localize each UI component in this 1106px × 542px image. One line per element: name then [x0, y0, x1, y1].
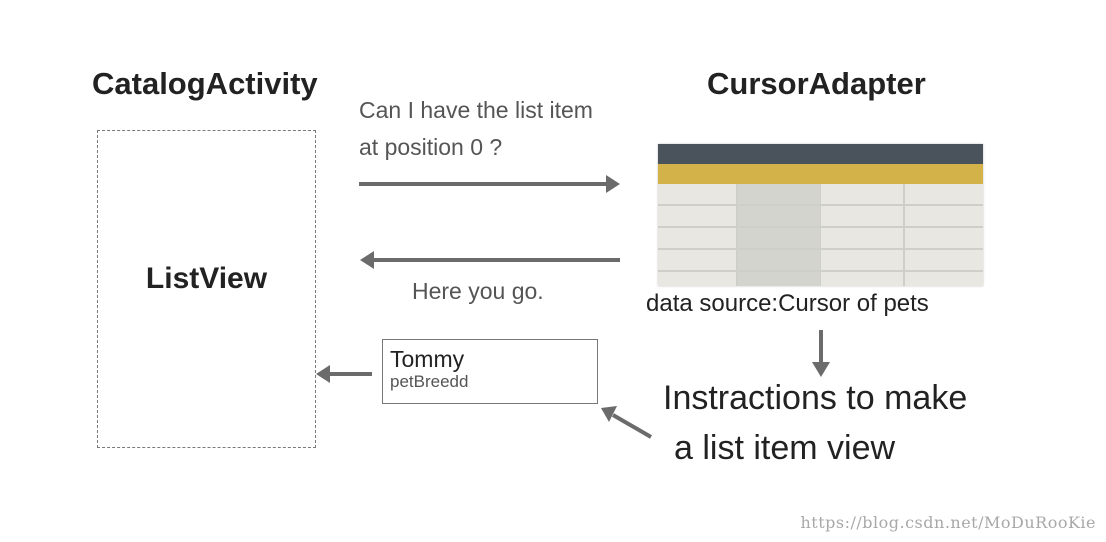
table-cell — [821, 249, 903, 271]
catalog-activity-title: CatalogActivity — [92, 66, 318, 101]
cursor-adapter-title: CursorAdapter — [707, 66, 926, 101]
cursor-table-header — [658, 144, 983, 164]
table-cell — [904, 227, 983, 249]
table-cell — [904, 184, 983, 205]
list-item-title: Tommy — [390, 346, 465, 372]
table-cell — [821, 205, 903, 227]
table-cell — [821, 271, 903, 286]
table-cell — [904, 205, 983, 227]
table-cell — [904, 271, 983, 286]
watermark: https://blog.csdn.net/MoDuRooKie — [800, 513, 1096, 532]
table-cell — [821, 227, 903, 249]
response-message: Here you go. — [412, 278, 544, 304]
table-cell — [737, 249, 820, 271]
instructions-line2: a list item view — [674, 429, 896, 467]
list-item-view: Tommy petBreedd — [382, 339, 598, 404]
response-arrow — [360, 251, 620, 269]
listview-box — [97, 130, 316, 448]
request-message: Can I have the list item at position 0 ? — [359, 92, 659, 166]
datasource-down-arrow — [812, 330, 830, 377]
table-cell — [658, 271, 736, 286]
table-cell — [658, 249, 736, 271]
table-cell — [737, 184, 820, 205]
cursor-table-graphic — [658, 144, 983, 286]
table-cell — [821, 184, 903, 205]
instructions-line1: Instractions to make — [663, 379, 968, 417]
table-cell — [737, 227, 820, 249]
request-message-line1: Can I have the list item — [359, 97, 593, 123]
table-cell — [658, 205, 736, 227]
request-message-line2: at position 0 ? — [359, 134, 503, 160]
request-arrow — [359, 175, 620, 193]
cursor-table-highlight-row — [658, 164, 983, 184]
table-cell — [658, 227, 736, 249]
item-to-listview-arrow — [316, 365, 372, 383]
cursor-table-grid — [658, 184, 983, 286]
table-cell — [737, 271, 820, 286]
listview-label: ListView — [145, 262, 268, 295]
data-source-label: data source:Cursor of pets — [646, 290, 929, 317]
table-cell — [737, 205, 820, 227]
table-cell — [904, 249, 983, 271]
table-cell — [658, 184, 736, 205]
list-item-subtitle: petBreedd — [390, 372, 469, 391]
instructions-to-item-arrow — [601, 406, 653, 439]
